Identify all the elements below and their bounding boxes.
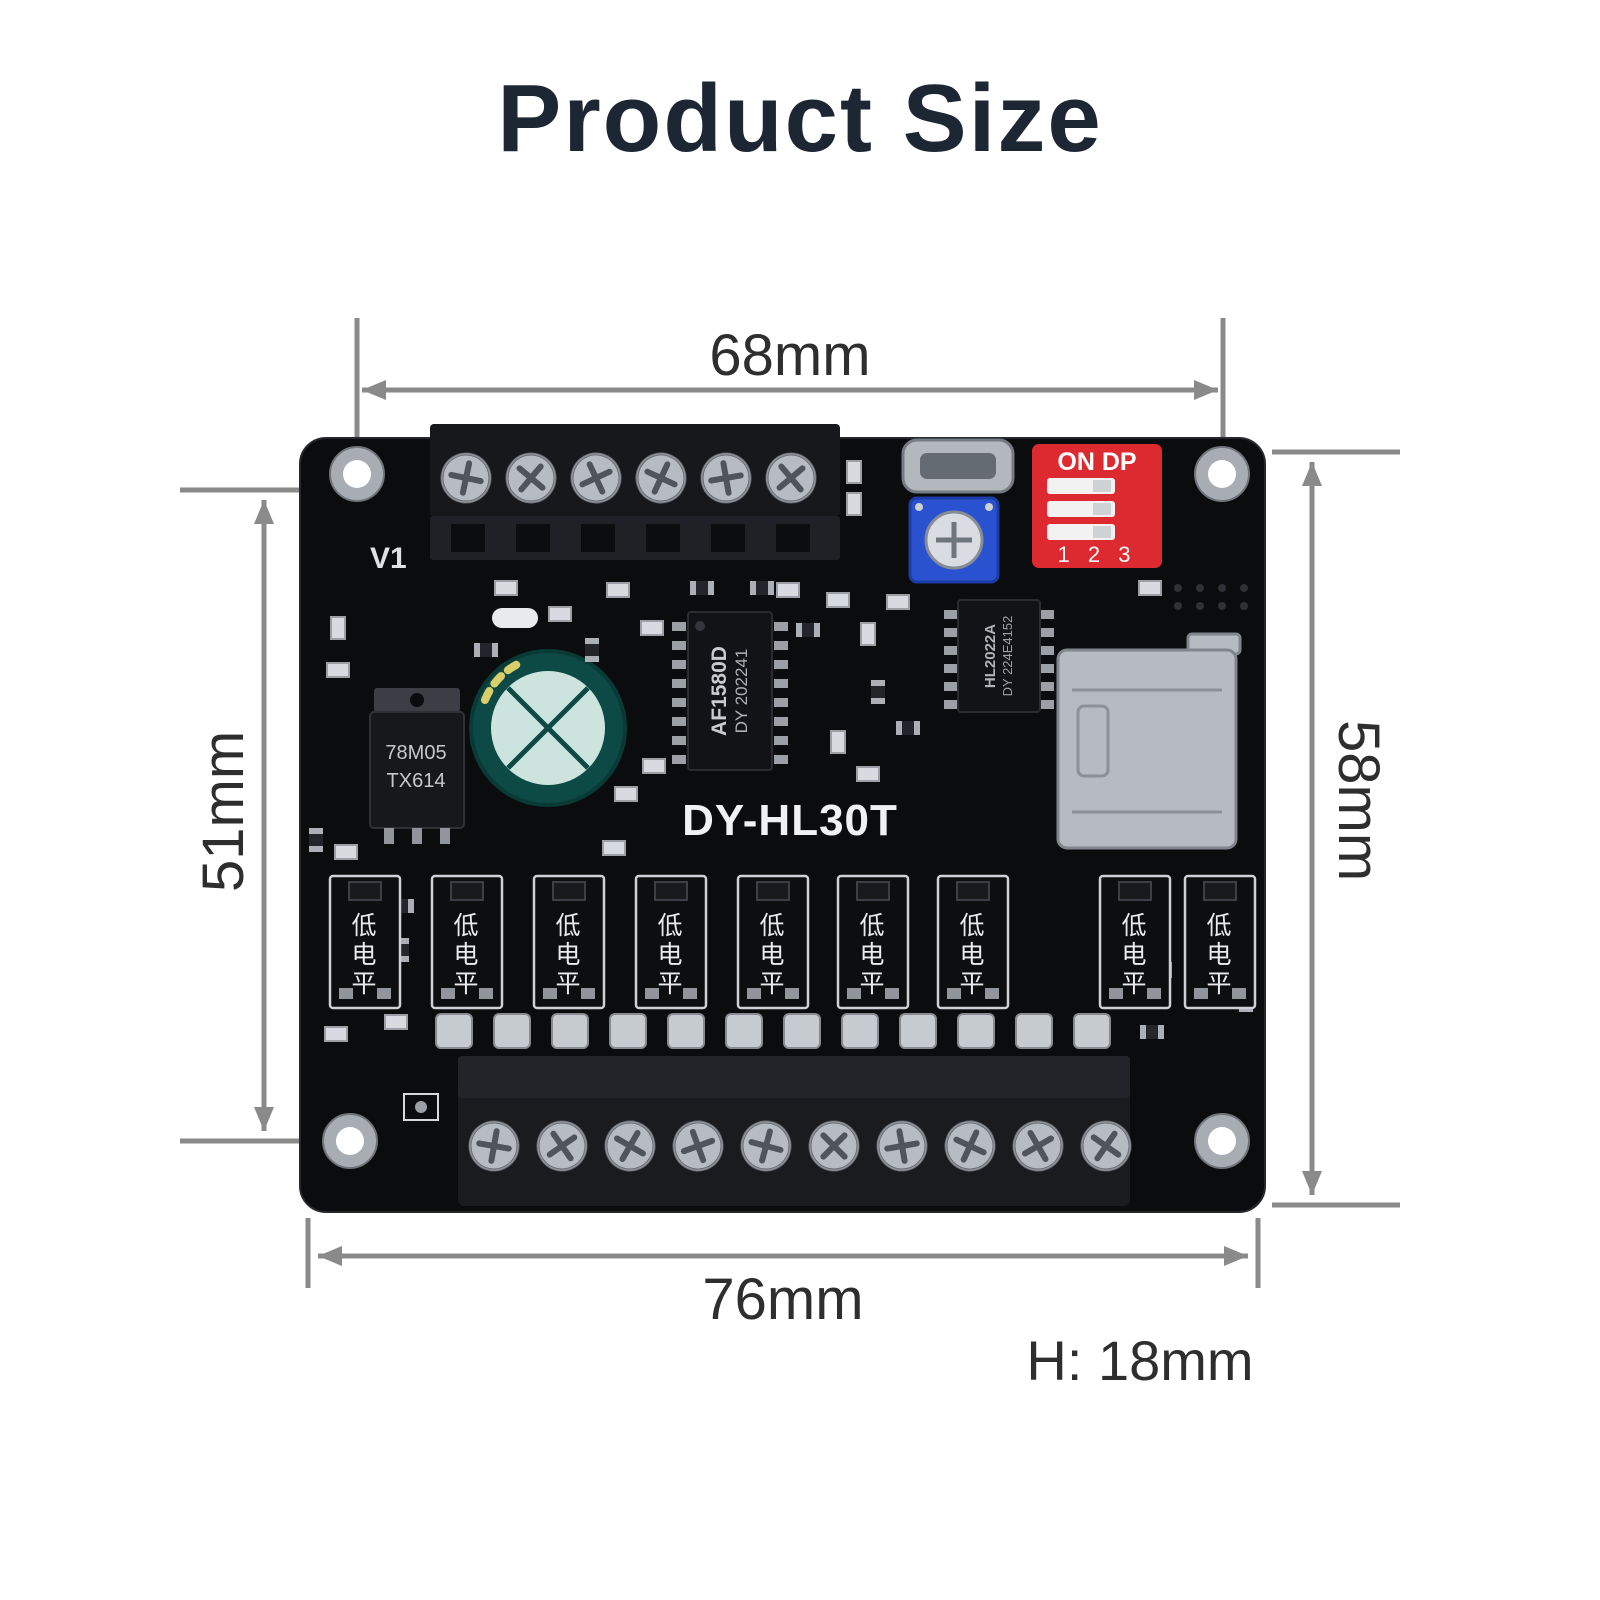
board-version-label: V1 bbox=[370, 542, 407, 575]
dimension-right bbox=[1272, 449, 1400, 1208]
pad-grid bbox=[1174, 584, 1248, 610]
pcb-board bbox=[299, 424, 1266, 1213]
relay-label: 低电平 bbox=[956, 911, 984, 999]
dimension-bottom bbox=[305, 1218, 1261, 1288]
micro-usb-port bbox=[901, 438, 1015, 494]
smd-components bbox=[309, 460, 1253, 1121]
dimension-left-label: 51mm bbox=[191, 730, 256, 892]
relay-label: 低电平 bbox=[756, 911, 784, 999]
io-ic-marking-line2: DY 224E4152 bbox=[1000, 615, 1015, 697]
relay-label: 低电平 bbox=[552, 911, 580, 999]
relay-label: 低电平 bbox=[654, 911, 682, 999]
relay-label: 低电平 bbox=[856, 911, 884, 999]
volume-trimpot bbox=[908, 496, 1000, 584]
io-expander-ic bbox=[944, 599, 1054, 713]
board-model-label: DY-HL30T bbox=[682, 796, 898, 845]
terminal-block-top bbox=[430, 424, 840, 560]
terminal-block-bottom bbox=[458, 1056, 1139, 1206]
dimension-lines bbox=[180, 318, 1400, 1288]
dimension-height-label: H: 18mm bbox=[1026, 1329, 1254, 1392]
mounting-hole-bottom-left bbox=[322, 1113, 378, 1169]
main-ic-marking-line1: AF1580D bbox=[708, 646, 731, 736]
relay-label: 低电平 bbox=[1118, 911, 1146, 999]
regulator-label-line1: 78M05 bbox=[385, 742, 447, 764]
main-ic-marking-line2: DY 202241 bbox=[732, 648, 751, 734]
main-ic-marking: AF1580D DY 202241 bbox=[702, 591, 758, 791]
electrolytic-capacitor bbox=[469, 649, 627, 807]
io-ic-marking-line1: HL2022A bbox=[982, 623, 999, 689]
relay-label: 低电平 bbox=[348, 911, 376, 999]
sd-card-slot bbox=[1056, 632, 1242, 850]
dip-switch-label: ON DP bbox=[1057, 448, 1137, 476]
page-title: Product Size bbox=[497, 65, 1103, 172]
mounting-hole-bottom-right bbox=[1194, 1113, 1250, 1169]
dimension-bottom-label: 76mm bbox=[702, 1267, 864, 1332]
main-ic bbox=[672, 611, 788, 771]
regulator-label-line2: TX614 bbox=[386, 770, 446, 792]
relay-label: 低电平 bbox=[450, 911, 478, 999]
dip-switch bbox=[1032, 444, 1162, 568]
mounting-hole-top-right bbox=[1194, 446, 1250, 502]
dip-switch-numbers: 1 2 3 bbox=[1057, 542, 1137, 567]
dimension-right-label: 58mm bbox=[1326, 720, 1391, 882]
voltage-regulator bbox=[369, 688, 465, 844]
relay-label: 低电平 bbox=[1203, 911, 1231, 999]
io-ic-marking: HL2022A DY 224E4152 bbox=[979, 581, 1019, 731]
dimension-top-label: 68mm bbox=[709, 323, 871, 388]
mounting-hole-top-left bbox=[329, 446, 385, 502]
